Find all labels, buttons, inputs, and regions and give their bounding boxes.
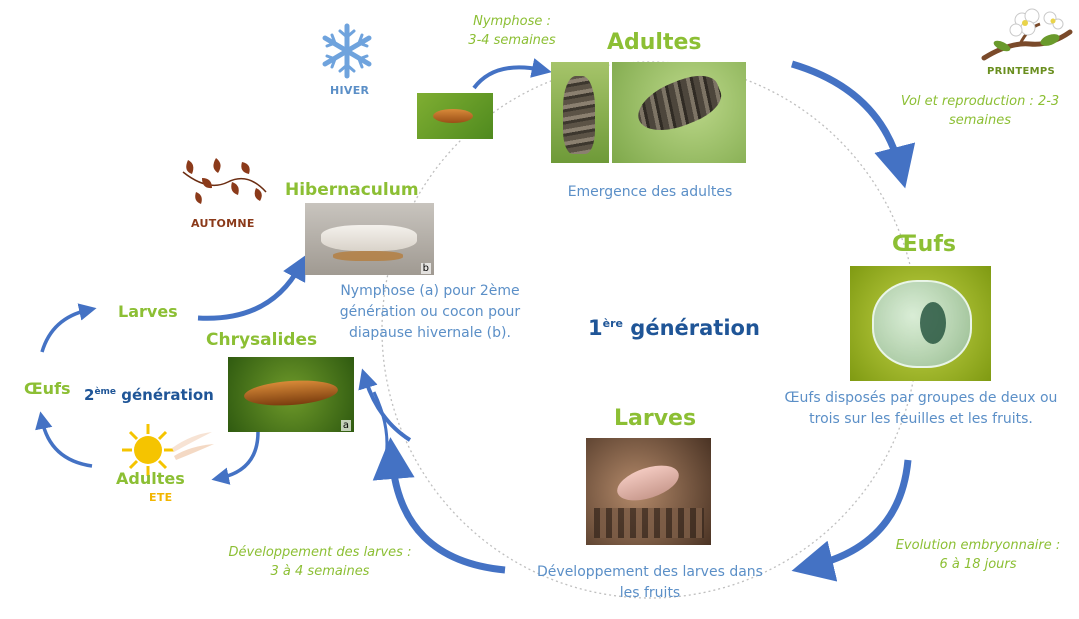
- eggs-caption-line2: trois sur les feuilles et les fruits.: [778, 409, 1064, 430]
- larval-duration-line1: Développement des larves :: [222, 543, 418, 562]
- hibernaculum-caption-line2: génération ou cocon pour: [330, 302, 530, 323]
- adults-title: Adultes: [607, 30, 702, 55]
- arrow-adults-to-eggs: [792, 64, 900, 168]
- first-generation-word: génération: [630, 316, 760, 340]
- hibernaculum-photo: b: [305, 203, 434, 275]
- chrysalides-title: Chrysalides: [206, 330, 317, 350]
- hibernaculum-caption: Nymphose (a) pour 2ème génération ou coc…: [330, 281, 530, 344]
- flight-duration: Vol et reproduction : 2-3 semaines: [890, 92, 1070, 130]
- adult-moth-photo-2: [612, 62, 746, 163]
- larvae-photo: [586, 438, 711, 545]
- arrow-chrysalides-to-adults: [220, 432, 258, 478]
- embryo-duration: Evolution embryonnaire : 6 à 18 jours: [888, 536, 1068, 574]
- season-summer-label: ETE: [149, 491, 172, 504]
- embryo-duration-line2: 6 à 18 jours: [888, 555, 1068, 574]
- larvae-title: Larves: [614, 406, 696, 431]
- first-generation-number: 1: [588, 316, 603, 340]
- adults-caption: Emergence des adultes: [555, 182, 745, 203]
- eggs-title: Œufs: [892, 232, 956, 257]
- second-generation-word: génération: [121, 386, 214, 404]
- chrysalis-photo-label: a: [341, 420, 351, 431]
- second-generation-label: 2ème génération: [84, 386, 214, 404]
- eggs-photo: [850, 266, 991, 381]
- hibernaculum-photo-label: b: [421, 263, 431, 274]
- adult-moth-photo-1: [551, 62, 609, 163]
- gen2-eggs-title: Œufs: [24, 379, 71, 398]
- nymphose-duration: Nymphose : 3-4 semaines: [452, 12, 572, 50]
- gen2-larvae-title: Larves: [118, 302, 178, 321]
- flight-duration-line1: Vol et reproduction : 2-3: [890, 92, 1070, 111]
- nymph-photo: [417, 93, 493, 139]
- blossom-branch-icon: [980, 6, 1074, 64]
- first-generation-label: 1ère génération: [588, 316, 760, 340]
- flight-duration-line2: semaines: [890, 111, 1070, 130]
- arrow-gen2-adults-to-eggs: [42, 420, 92, 466]
- embryo-duration-line1: Evolution embryonnaire :: [888, 536, 1068, 555]
- larvae-caption: Développement des larves dans les fruits: [525, 562, 775, 604]
- chrysalis-photo: a: [228, 357, 354, 432]
- larval-duration: Développement des larves : 3 à 4 semaine…: [222, 543, 418, 581]
- second-generation-number: 2: [84, 386, 94, 404]
- larvae-caption-line2: les fruits: [525, 583, 775, 604]
- hibernaculum-caption-line1: Nymphose (a) pour 2ème: [330, 281, 530, 302]
- hibernaculum-title: Hibernaculum: [285, 180, 419, 200]
- eggs-caption: Œufs disposés par groupes de deux ou tro…: [778, 388, 1064, 430]
- larval-duration-line2: 3 à 4 semaines: [222, 562, 418, 581]
- season-winter-label: HIVER: [330, 84, 369, 97]
- arrow-nymph-to-adults: [474, 67, 542, 88]
- second-generation-sup: ème: [94, 387, 116, 397]
- season-spring-label: PRINTEMPS: [987, 66, 1055, 77]
- nymphose-duration-line1: Nymphose :: [452, 12, 572, 31]
- larvae-caption-line1: Développement des larves dans: [525, 562, 775, 583]
- arrow-larvae-to-hibernaculum: [198, 266, 300, 318]
- hibernaculum-caption-line3: diapause hivernale (b).: [330, 323, 530, 344]
- gen2-adults-title: Adultes: [116, 469, 185, 488]
- first-generation-sup: ère: [603, 317, 623, 330]
- autumn-leaves-icon: [178, 152, 270, 210]
- snowflake-icon: [318, 22, 376, 80]
- arrow-gen2-eggs-to-larvae: [42, 310, 88, 352]
- season-autumn-label: AUTOMNE: [191, 217, 255, 230]
- eggs-caption-line1: Œufs disposés par groupes de deux ou: [778, 388, 1064, 409]
- nymphose-duration-line2: 3-4 semaines: [452, 31, 572, 50]
